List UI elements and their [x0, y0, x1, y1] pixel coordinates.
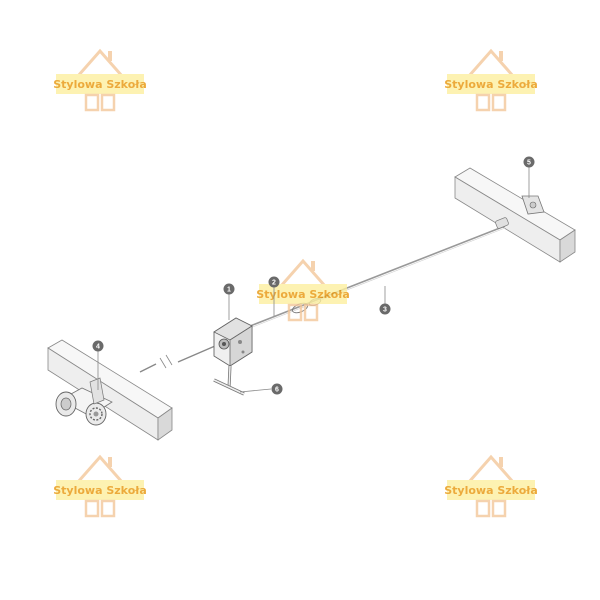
callout-5: 5 [523, 156, 535, 168]
callout-5-label: 5 [527, 160, 531, 167]
watermark-text: Stylowa Szkoła [53, 78, 147, 91]
watermark-text: Stylowa Szkoła [53, 484, 147, 497]
callout-1-label: 1 [227, 287, 231, 294]
watermark-logo: Stylowa Szkoła [53, 454, 147, 518]
watermark-logo: Stylowa Szkoła [256, 258, 350, 322]
callout-4: 4 [92, 340, 104, 352]
winch [55, 377, 113, 426]
callout-3-label: 3 [383, 307, 387, 314]
callout-3: 3 [379, 303, 391, 315]
callout-2: 2 [268, 276, 280, 288]
callout-2-label: 2 [272, 280, 276, 287]
watermark-logo: Stylowa Szkoła [444, 48, 538, 112]
callout-6-label: 6 [275, 387, 279, 394]
watermark-text: Stylowa Szkoła [444, 78, 538, 91]
watermark-text: Stylowa Szkoła [444, 484, 538, 497]
crank-handle [213, 365, 245, 396]
callout-4-label: 4 [96, 344, 100, 351]
callout-1: 1 [223, 283, 235, 295]
watermark-logo: Stylowa Szkoła [53, 48, 147, 112]
callout-6: 6 [271, 383, 283, 395]
watermark-text: Stylowa Szkoła [256, 288, 350, 301]
cable-end-fitting [495, 217, 509, 229]
right-beam [454, 167, 576, 263]
watermark-logo: Stylowa Szkoła [444, 454, 538, 518]
left-beam [47, 339, 173, 441]
tensioner-body [213, 317, 253, 367]
